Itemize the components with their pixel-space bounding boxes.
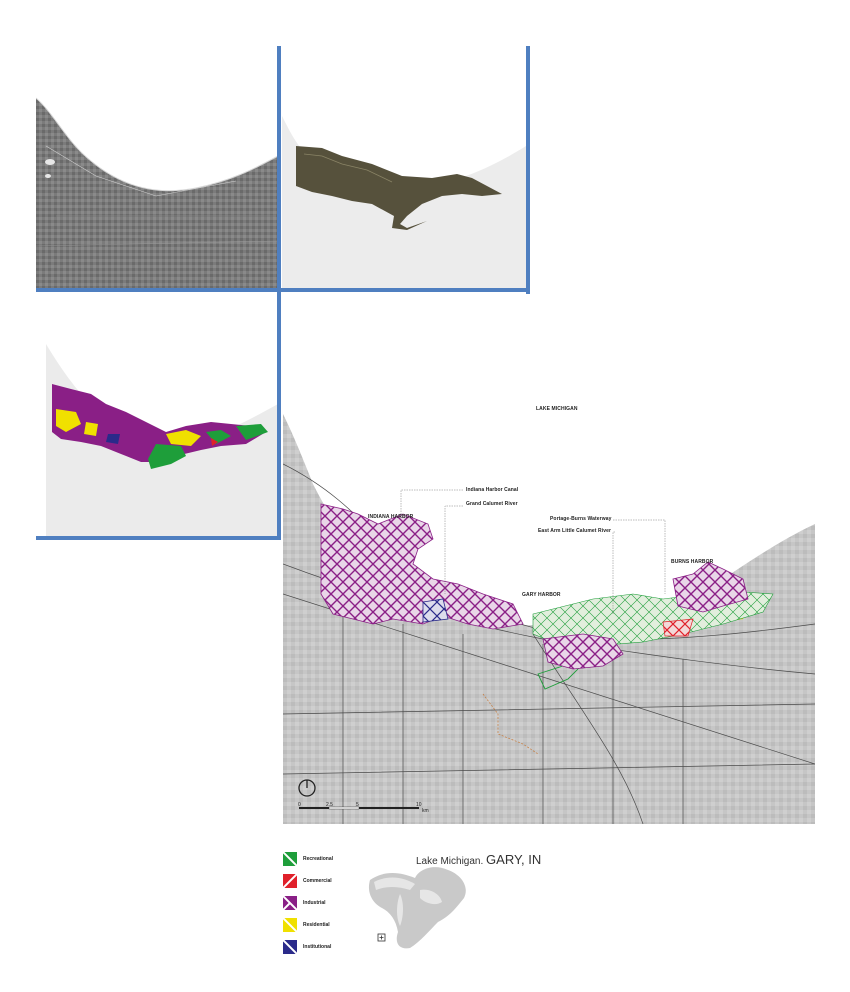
industrial-zone-gary	[542, 633, 624, 670]
aerial-shoreline-panel	[282, 46, 526, 290]
aerial-overview-panel	[36, 46, 278, 290]
scale-tick-5: 5	[356, 802, 359, 808]
industrial-zone-indiana-harbor	[320, 503, 524, 630]
label-burns-harbor: BURNS HARBOR	[671, 559, 714, 565]
commercial-zone	[662, 618, 694, 637]
label-gary-harbor: GARY HARBOR	[522, 592, 561, 598]
leader-lines	[400, 489, 666, 614]
label-grand-calumet-river: Grand Calumet River	[466, 501, 518, 507]
scale-tick-10: 10	[416, 802, 422, 808]
main-map-panel	[283, 294, 815, 824]
legend-swatch-recreational	[283, 852, 297, 866]
great-lakes-locator-map	[368, 867, 466, 949]
legend-label: Residential	[303, 922, 330, 928]
frame-line-bottom-horizontal	[36, 536, 280, 540]
legend-swatch-institutional	[283, 940, 297, 954]
scale-unit: km	[422, 808, 429, 814]
legend-label: Commercial	[303, 878, 332, 884]
institutional-zone	[422, 598, 449, 623]
north-arrow	[298, 779, 316, 797]
map-title-prefix: Lake Michigan.	[416, 856, 484, 867]
industrial-zone-burns-harbor	[672, 561, 749, 613]
label-lake-michigan: LAKE MICHIGAN	[536, 406, 578, 412]
legend-label: Recreational	[303, 856, 334, 862]
legend-label: Institutional	[303, 944, 332, 950]
legend-swatch-commercial	[283, 874, 297, 888]
legend-label: Industrial	[303, 900, 326, 906]
scale-tick-0: 0	[298, 802, 301, 808]
legend-swatch-industrial	[283, 896, 297, 910]
map-title-place: GARY, IN	[486, 852, 542, 867]
label-indiana-harbor: INDIANA HARBOR	[368, 514, 414, 520]
frame-line-top-vertical	[277, 46, 281, 540]
label-east-arm-little-calumet: East Arm Little Calumet River	[538, 528, 612, 534]
aerial-overview-image	[36, 46, 278, 290]
aerial-shoreline-image	[282, 46, 526, 290]
label-portage-burns-waterway: Portage-Burns Waterway	[550, 516, 612, 522]
main-map	[283, 294, 815, 824]
label-indiana-harbor-canal: Indiana Harbor Canal	[466, 487, 519, 493]
land-use-overview-map	[36, 294, 278, 536]
map-title: Lake Michigan. GARY, IN	[416, 852, 541, 867]
frame-line-middle-horizontal	[36, 288, 530, 292]
frame-line-right-vertical	[526, 46, 530, 294]
scale-bar	[299, 806, 419, 810]
land-use-overview-panel	[36, 294, 278, 536]
legend-swatch-residential	[283, 918, 297, 932]
scale-tick-2-5: 2.5	[326, 802, 333, 808]
county-line	[482, 693, 539, 755]
recreational-riverway	[537, 663, 585, 690]
